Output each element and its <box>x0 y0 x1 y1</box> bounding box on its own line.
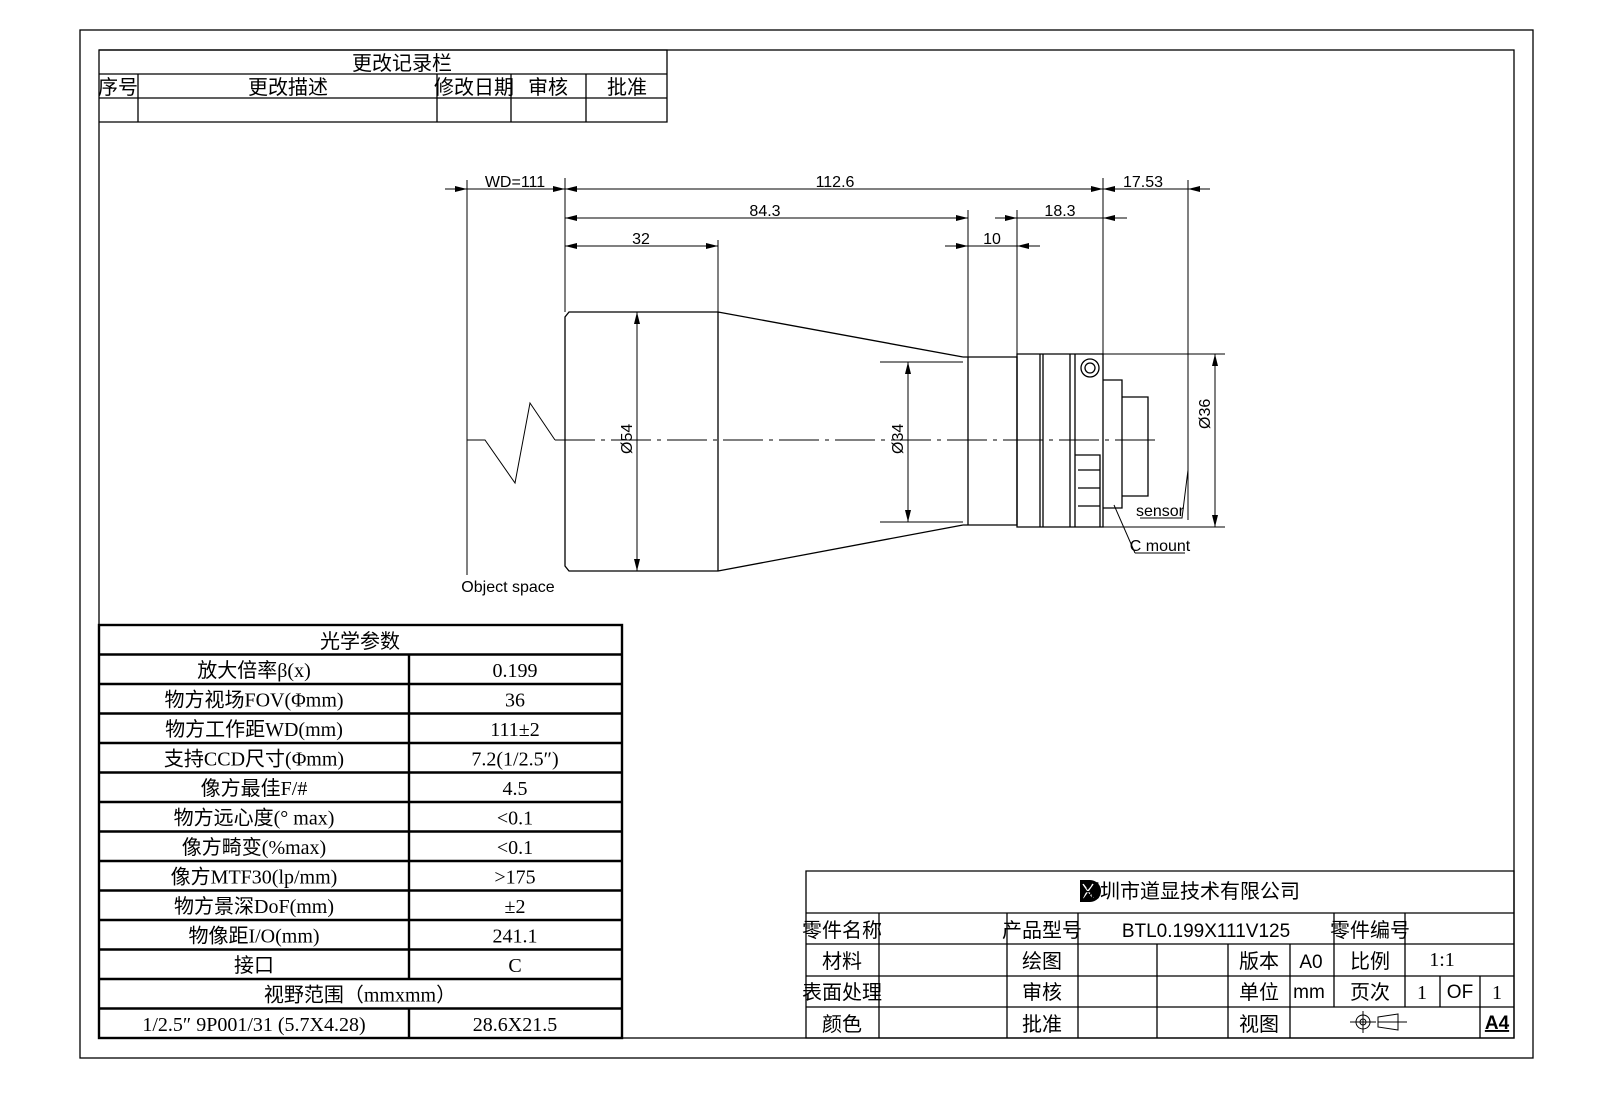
revision-table-title: 更改记录栏 <box>352 52 452 75</box>
outer-frame <box>79 29 1534 1059</box>
scale-label: 比例 <box>1350 950 1390 973</box>
param-label: 物方视场FOV(Φmm) <box>164 689 343 712</box>
dim-rear-length: 18.3 <box>1044 203 1075 220</box>
part-number-label: 零件编号 <box>1330 919 1410 942</box>
param-value: 7.2(1/2.5″) <box>471 749 558 771</box>
sheet-size: A4 <box>1485 1013 1510 1034</box>
dim-front-length: 32 <box>632 231 650 248</box>
label-c-mount: C mount <box>1130 538 1191 555</box>
param-label: 物方景深DoF(mm) <box>174 895 334 918</box>
part-name-label: 零件名称 <box>802 919 882 942</box>
dim-back-focus: 17.53 <box>1123 174 1163 191</box>
param-label: 像方MTF30(lp/mm) <box>171 866 338 889</box>
param-value: ±2 <box>505 896 526 918</box>
param-value: <0.1 <box>497 837 533 859</box>
header-approve: 批准 <box>607 76 647 99</box>
dim-body-length: 84.3 <box>749 203 780 220</box>
fov-title: 视野范围（mmxmm） <box>264 984 456 1007</box>
page-label: 页次 <box>1350 981 1390 1004</box>
of-label: OF <box>1447 982 1473 1003</box>
color-label: 颜色 <box>822 1013 862 1036</box>
dim-front-diameter: Ø54 <box>619 424 636 454</box>
param-value: 4.5 <box>503 778 528 800</box>
param-label: 放大倍率β(x) <box>197 659 311 682</box>
param-value: 0.199 <box>493 660 538 682</box>
review-label: 审核 <box>1022 981 1062 1004</box>
company-logo <box>1080 880 1101 902</box>
label-object-space: Object space <box>461 579 554 596</box>
param-value: 241.1 <box>493 926 538 948</box>
material-label: 材料 <box>822 950 862 973</box>
header-review: 审核 <box>528 76 568 99</box>
scale: 1:1 <box>1429 949 1455 971</box>
page-number: 1 <box>1417 982 1427 1004</box>
fov-label: 1/2.5″ 9P001/31 (5.7X4.28) <box>142 1014 365 1036</box>
header-seq: 序号 <box>98 76 138 99</box>
param-value: <0.1 <box>497 808 533 830</box>
optical-params-table: 光学参数 放大倍率β(x) 0.199 物方视场FOV(Φmm) 36 物方工作距WD(… <box>97 623 624 1040</box>
header-date: 修改日期 <box>434 76 514 99</box>
param-label: 物方工作距WD(mm) <box>165 718 343 741</box>
dim-total-length: 112.6 <box>816 174 855 191</box>
param-label: 支持CCD尺寸(Φmm) <box>164 748 344 771</box>
param-value: 36 <box>505 690 525 712</box>
param-label: 像方畸变(%max) <box>182 836 326 859</box>
fov-value: 28.6X21.5 <box>473 1014 557 1036</box>
page-total: 1 <box>1492 982 1502 1004</box>
title-block: 深圳市道显技术有限公司 零件名称 产品型号 BTL0.199X111V125 零… <box>802 870 1515 1039</box>
dim-ring-length: 10 <box>983 231 1001 248</box>
product-model-label: 产品型号 <box>1002 919 1082 942</box>
product-model: BTL0.199X111V125 <box>1122 921 1290 942</box>
param-value: >175 <box>494 867 535 889</box>
unit: mm <box>1293 982 1325 1003</box>
lens-drawing: WD=111 112.6 17.53 84.3 18.3 32 10 Ø54 Ø… <box>445 174 1225 596</box>
param-value: 111±2 <box>490 719 540 741</box>
param-label: 物方远心度(° max) <box>174 807 335 830</box>
revision-table: 更改记录栏 序号 更改描述 修改日期 审核 批准 <box>98 49 668 123</box>
version: A0 <box>1299 952 1322 973</box>
param-value: C <box>508 955 521 977</box>
optical-params-title: 光学参数 <box>320 630 400 653</box>
label-sensor: sensor <box>1136 503 1185 520</box>
approve-label: 批准 <box>1022 1013 1062 1036</box>
projection-symbol-icon <box>1350 1011 1407 1033</box>
param-label: 像方最佳F/# <box>201 777 308 800</box>
param-label: 接口 <box>234 954 274 977</box>
company-name: 深圳市道显技术有限公司 <box>1080 880 1300 903</box>
dim-mid-diameter: Ø34 <box>890 424 907 454</box>
header-desc: 更改描述 <box>248 76 328 99</box>
unit-label: 单位 <box>1239 981 1279 1004</box>
view-label: 视图 <box>1239 1013 1279 1036</box>
surface-label: 表面处理 <box>802 981 882 1004</box>
drawn-label: 绘图 <box>1022 950 1062 973</box>
param-label: 物像距I/O(mm) <box>188 925 319 948</box>
version-label: 版本 <box>1239 950 1279 973</box>
dim-wd: WD=111 <box>485 174 545 191</box>
dim-rear-diameter: Ø36 <box>1197 399 1214 429</box>
